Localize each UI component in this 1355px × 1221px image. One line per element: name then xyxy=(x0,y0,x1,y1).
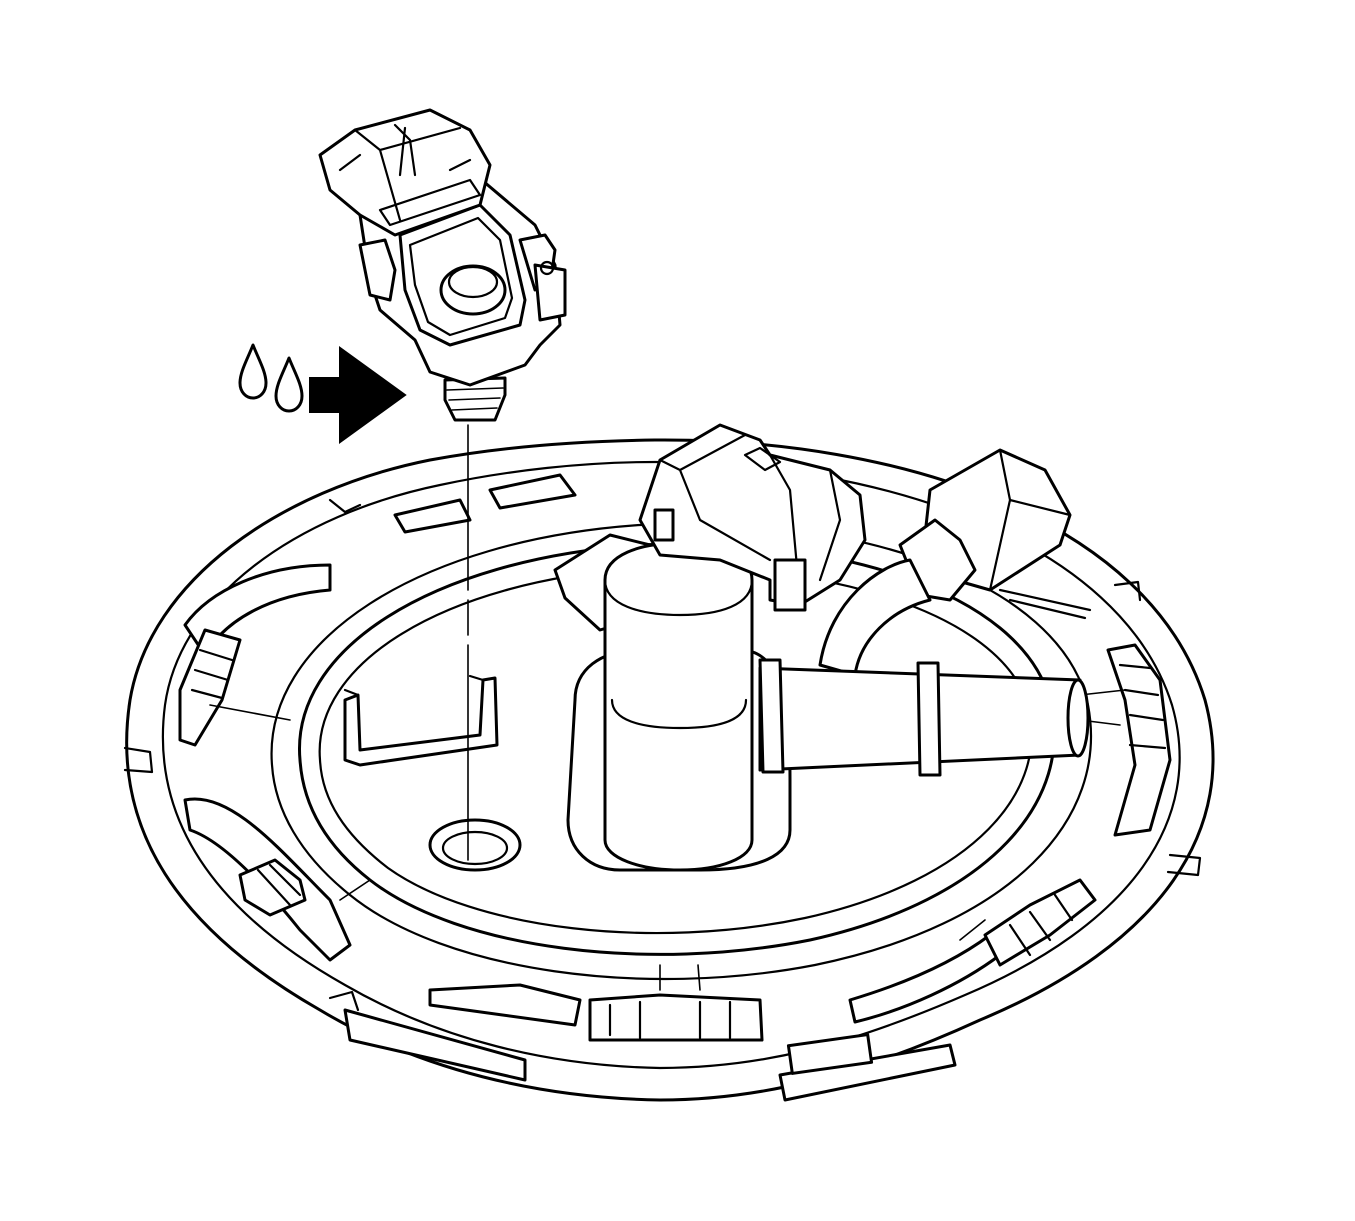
locking-tabs xyxy=(178,473,1172,1042)
fuel-line-fitting xyxy=(818,448,1072,677)
fuel-pressure-sensor xyxy=(318,108,567,422)
sensor-port xyxy=(428,818,522,872)
module-electrical-connector xyxy=(638,423,867,612)
pump-housing xyxy=(553,533,792,872)
install-arrow-icon xyxy=(309,346,407,444)
lubricant-drops-icon xyxy=(238,343,304,413)
retaining-bracket xyxy=(343,674,499,767)
outlet-pipe xyxy=(758,658,1090,777)
